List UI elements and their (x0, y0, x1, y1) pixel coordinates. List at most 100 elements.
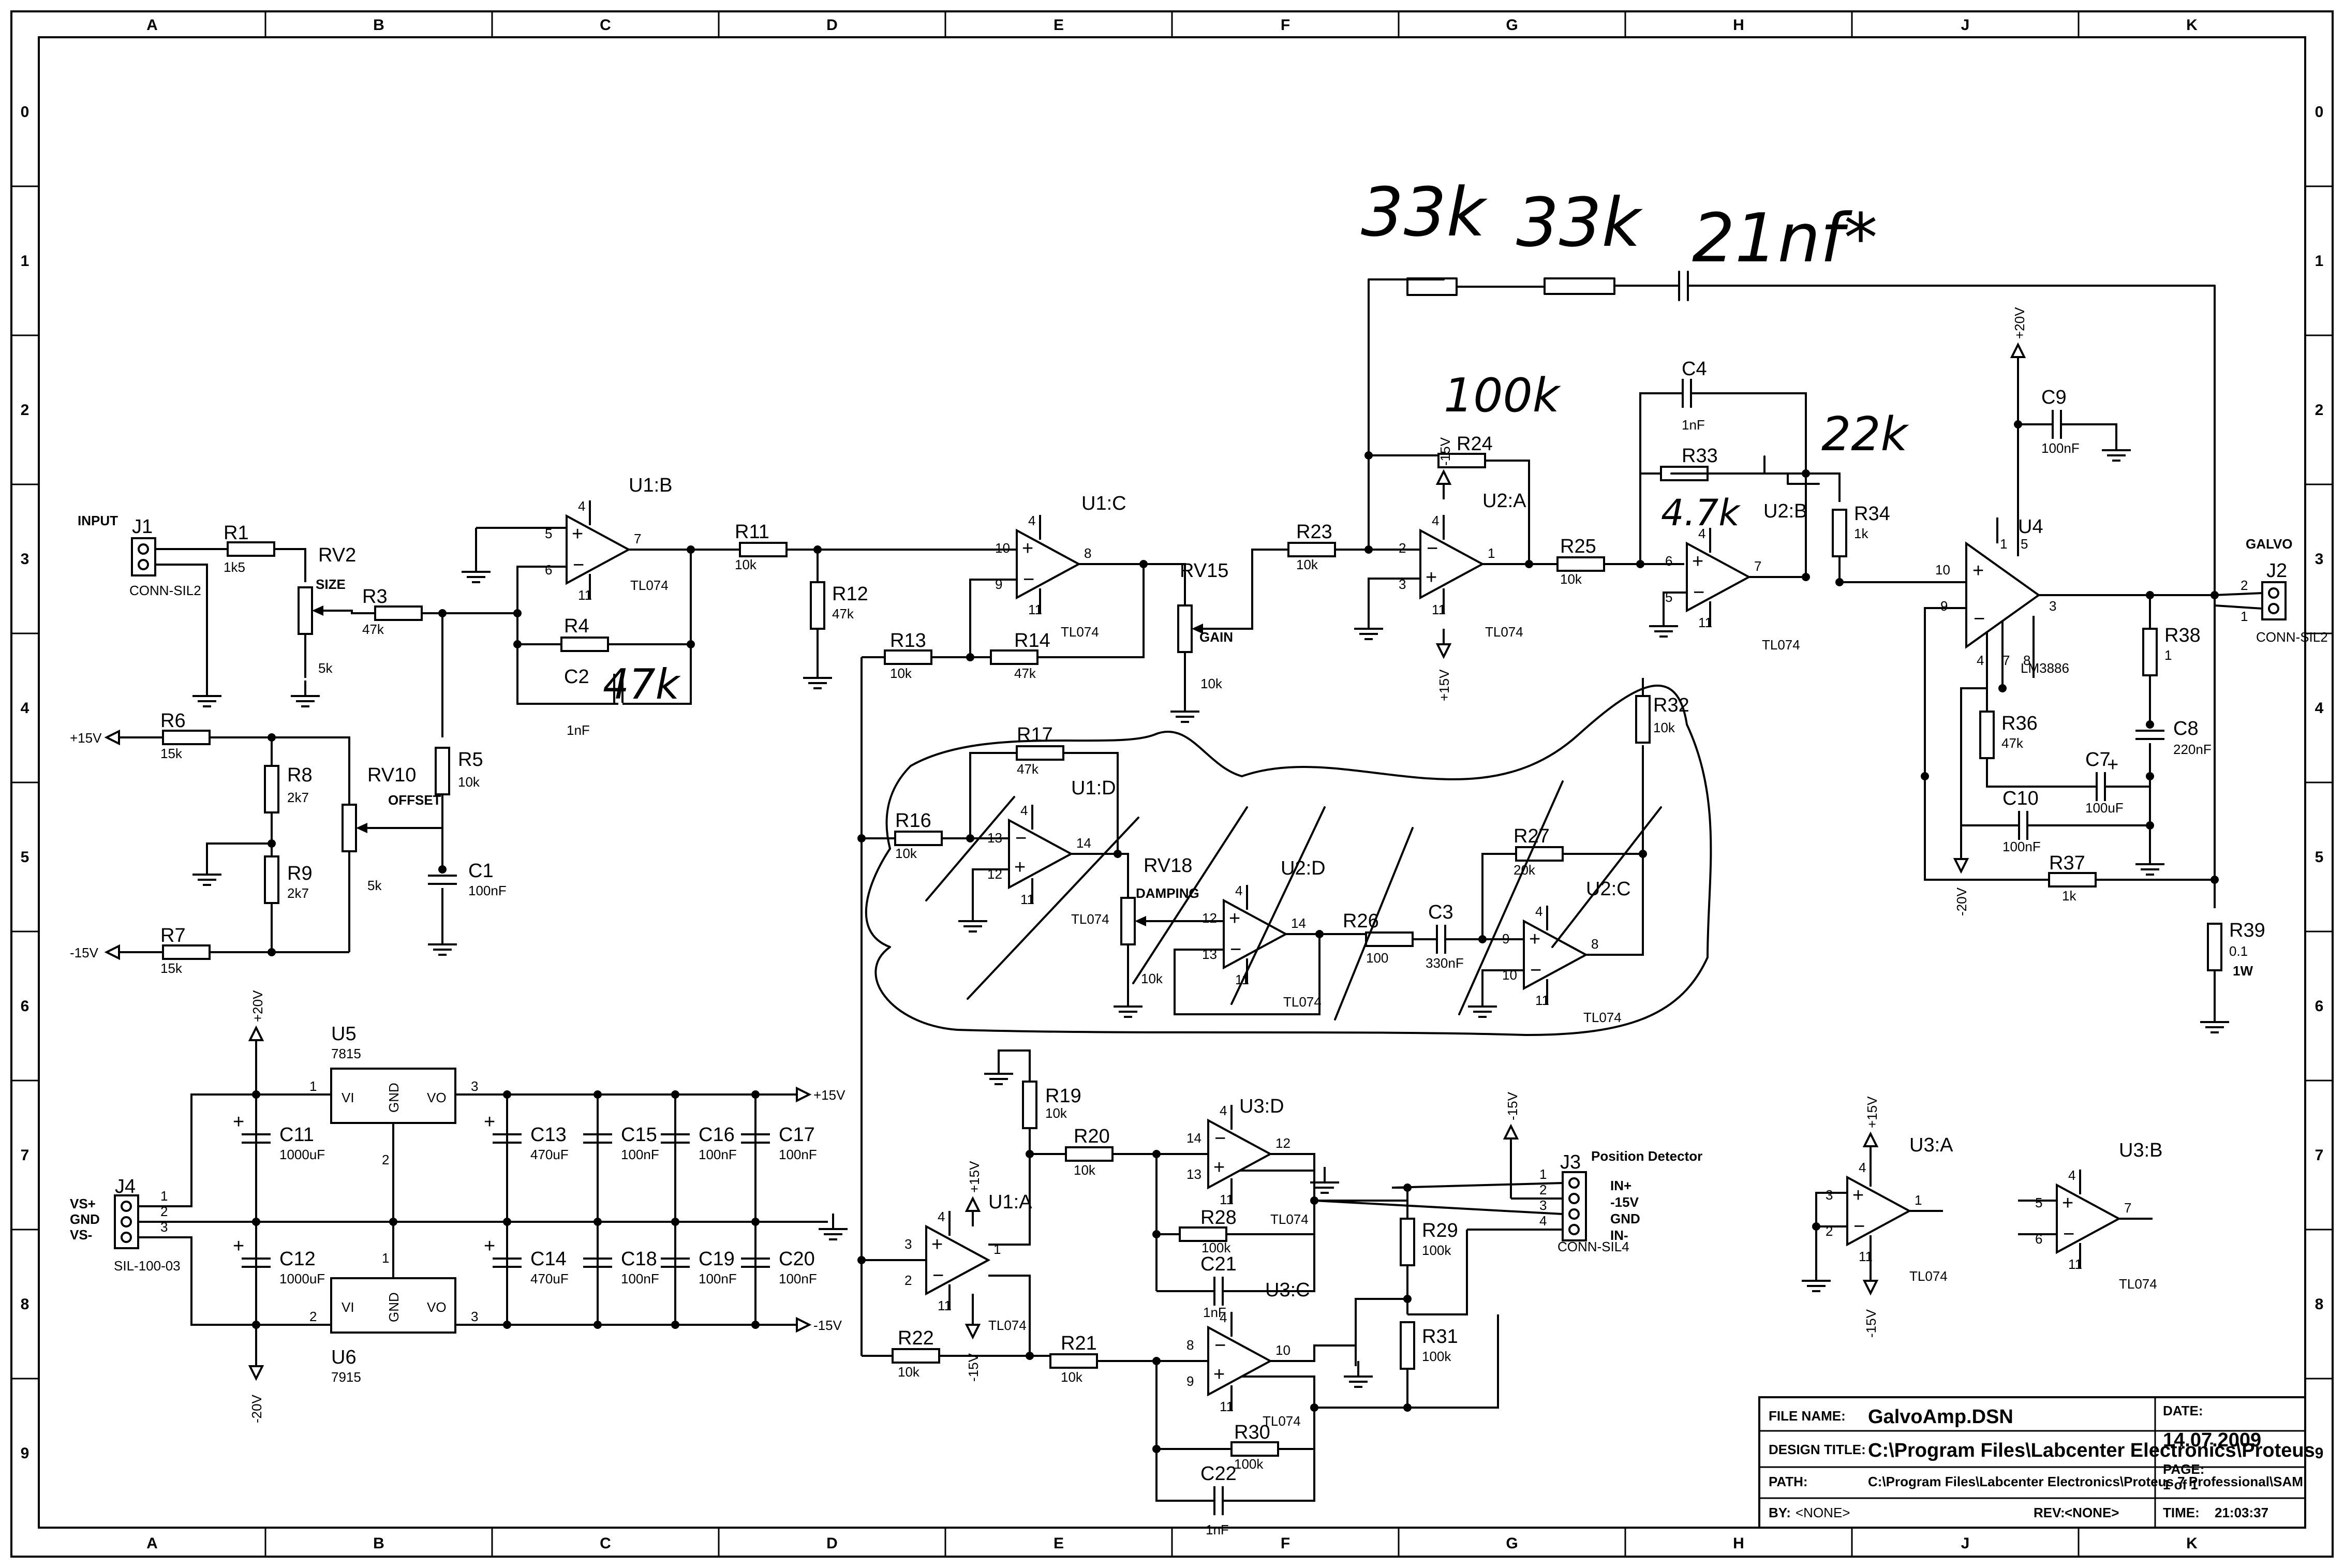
resistor-body (162, 730, 211, 745)
grid-col-label: B (373, 1535, 384, 1552)
resistor-body (1556, 556, 1605, 572)
resistor-body (264, 765, 279, 813)
pin-number: 4 (1539, 1213, 1547, 1229)
grid-row-label: 5 (21, 849, 29, 866)
ground-symbols (192, 435, 2229, 1388)
wire (138, 1236, 308, 1326)
grid-col-label: K (2186, 17, 2198, 34)
rail-arrow-icon (1503, 1123, 1519, 1140)
file-name: GalvoAmp.DSN (1868, 1406, 2013, 1428)
resistor-body (1635, 695, 1651, 744)
j4-gnd: GND (70, 1211, 100, 1227)
wire (1368, 578, 1420, 616)
resistor-ref: R30 (1234, 1422, 1270, 1443)
components: J1CONN-SIL2R11k5RV25kR347kR510kC1100nF+1… (70, 307, 2328, 1537)
pin-number: 7 (634, 531, 641, 546)
junction-dot (2146, 772, 2154, 780)
wire (969, 579, 1017, 657)
resistor-ref: R37 (2049, 852, 2085, 874)
j4-vs-plus: VS+ (70, 1196, 96, 1211)
pin-number: 11 (1020, 892, 1034, 907)
capacitor-ref: C4 (1682, 358, 1707, 380)
pin-number: 3 (1399, 576, 1406, 592)
pin-number: 10 (995, 540, 1010, 556)
wire (1563, 853, 1644, 956)
connector-value: SIL-100-03 (114, 1258, 181, 1274)
wire (1118, 853, 1129, 898)
wire (1144, 563, 1186, 605)
wire (969, 752, 1017, 838)
date-label: DATE: (2163, 1403, 2203, 1418)
pin-number: 2 (2241, 578, 2248, 593)
wire (1481, 969, 1524, 994)
by-label: BY: (1769, 1505, 1791, 1520)
resistor-R4: R4 (560, 615, 609, 652)
ground-icon (192, 681, 221, 707)
opamp-ref: U2:D (1281, 857, 1326, 879)
pot-ref: RV2 (318, 544, 356, 566)
resistor-value: 47k (2001, 735, 2024, 751)
hand-22k: 22k (1821, 407, 1910, 462)
resistor-body (2207, 923, 2222, 971)
polarity-mark: + (233, 1235, 244, 1257)
wire (1838, 556, 1909, 583)
wire (2061, 423, 2117, 437)
page-label: PAGE: (2163, 1461, 2204, 1477)
wire (2214, 592, 2263, 596)
capacitor-ref: C14 (530, 1248, 567, 1270)
capacitor-value: 1000uF (279, 1147, 325, 1162)
pin-number: 3 (471, 1078, 478, 1094)
opamp-minus: − (1023, 569, 1034, 590)
resistor-value: 2k7 (287, 790, 309, 805)
rail-arrow-icon (965, 1324, 981, 1340)
rail-label: -15V (1505, 1091, 1520, 1120)
pin-number: 4 (1235, 883, 1242, 898)
capacitor-value: 1nF (567, 722, 590, 738)
resistor-ref: R39 (2229, 920, 2265, 941)
pin-number: 11 (578, 587, 592, 603)
amp-value: LM3886 (2021, 660, 2069, 676)
regulator-value: 7815 (331, 1046, 361, 1061)
wire (1174, 933, 1321, 1015)
grid-row-label: 2 (21, 402, 29, 419)
resistor-body (374, 605, 423, 621)
resistor-ref: R22 (898, 1327, 934, 1349)
offset-label: OFFSET (388, 792, 441, 808)
opamp-value: TL074 (1061, 624, 1099, 640)
rail-arrow-icon (796, 1086, 812, 1103)
reg-pin-gnd: GND (386, 1292, 402, 1322)
ground-icon (2200, 1007, 2229, 1033)
resistor-value: 47k (1017, 761, 1039, 777)
j3-in-minus: IN- (1610, 1227, 1628, 1243)
resistor-body (884, 649, 932, 665)
opamp-minus: − (1427, 538, 1438, 559)
pin-number: 9 (1502, 931, 1509, 946)
hand-33k-b: 33k (1516, 183, 1643, 262)
pot-body (342, 804, 357, 852)
wire (1203, 549, 1288, 630)
connector-pin-icon (138, 543, 149, 555)
resistor-value: 10k (1074, 1162, 1096, 1178)
pin-number: 12 (1275, 1135, 1290, 1151)
pot-body (298, 586, 313, 635)
time-value: 21:03:37 (2215, 1505, 2268, 1520)
grid-row-label: 4 (2315, 700, 2324, 717)
pin-number: 5 (1665, 589, 1672, 605)
regulator-value: 7915 (331, 1369, 361, 1385)
wire (1986, 758, 2096, 788)
wire (155, 564, 208, 683)
resistor-body (1365, 931, 1414, 947)
opamp-minus: − (1974, 608, 1985, 630)
